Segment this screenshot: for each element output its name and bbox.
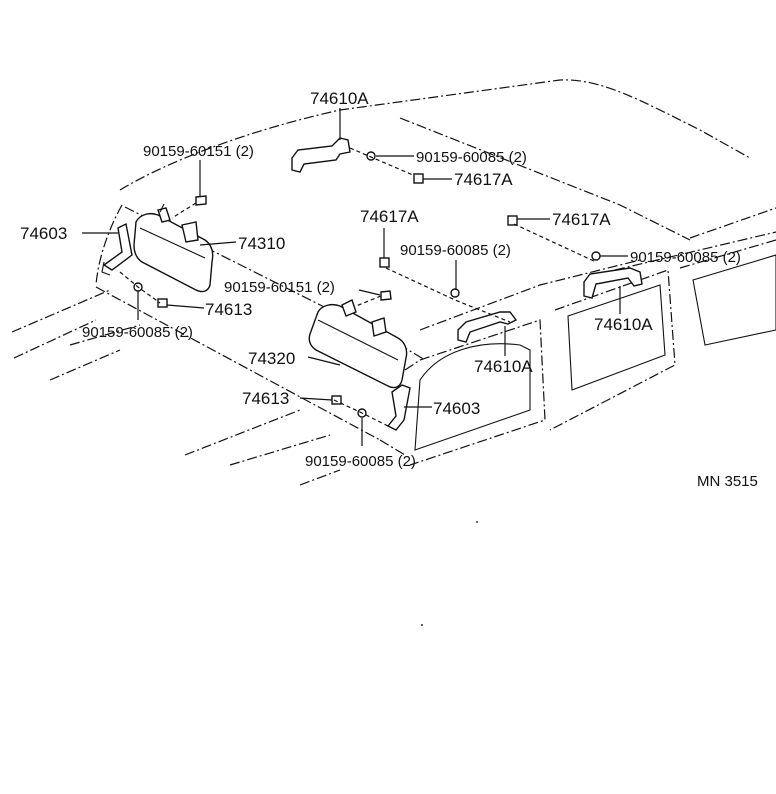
assist-grip-top <box>291 137 351 173</box>
label-clip-right: 74617A <box>552 210 611 229</box>
part-labels: 74610A 90159-60151 (2) 90159-60085 (2) 7… <box>20 89 758 490</box>
scan-specks <box>421 521 478 626</box>
label-holder-clip-right: 74613 <box>242 389 289 408</box>
label-grip-top: 74610A <box>310 89 369 108</box>
label-screw-left-lower: 90159-60085 (2) <box>82 324 193 341</box>
visor-holder-right <box>386 384 411 431</box>
label-grip-mid: 74610A <box>474 357 533 376</box>
fasteners <box>119 147 601 429</box>
label-screw-bottom: 90159-60085 (2) <box>305 453 416 470</box>
label-clip-top: 74617A <box>454 170 513 189</box>
side-windows <box>404 239 776 466</box>
sun-visor-right <box>308 299 408 389</box>
label-screw-mid: 90159-60085 (2) <box>400 242 511 259</box>
sun-visor-left <box>133 203 214 293</box>
label-holder-right: 74603 <box>433 399 480 418</box>
leader-lines <box>82 108 628 446</box>
label-holder-left: 74603 <box>20 224 67 243</box>
assist-grip-mid <box>457 311 518 343</box>
diagram-code: MN 3515 <box>697 473 758 490</box>
label-screw-right: 90159-60085 (2) <box>630 249 741 266</box>
visor-holder-left <box>101 222 133 276</box>
label-clip-mid: 74617A <box>360 207 419 226</box>
label-visor-left: 74310 <box>238 234 285 253</box>
label-screw-visor-mid: 90159-60151 (2) <box>224 279 335 296</box>
label-screw-top-left: 90159-60151 (2) <box>143 143 254 160</box>
label-screw-top-right: 90159-60085 (2) <box>416 149 527 166</box>
label-visor-right: 74320 <box>248 349 295 368</box>
label-holder-clip-left: 74613 <box>205 300 252 319</box>
assist-grip-right <box>583 267 643 299</box>
label-grip-right: 74610A <box>594 315 653 334</box>
